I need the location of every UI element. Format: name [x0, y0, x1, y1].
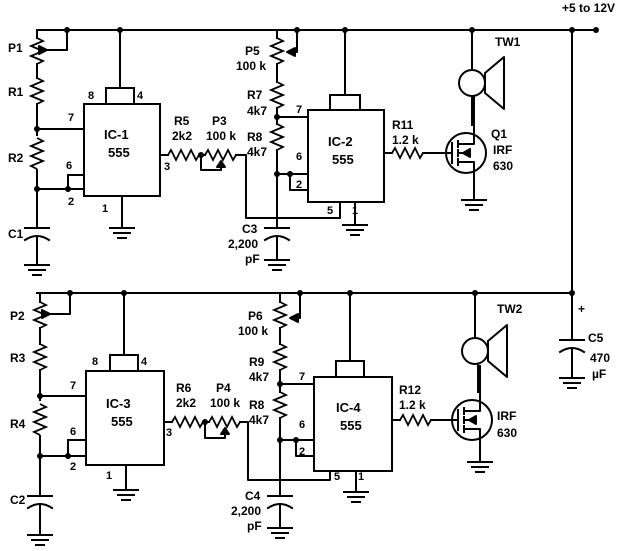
- ic1-pin8: 8: [88, 90, 94, 102]
- c5-value: 470: [590, 351, 610, 365]
- r12-label: R12: [399, 383, 421, 397]
- capacitor-c5: [558, 292, 586, 389]
- r9-value: 4k7: [249, 370, 269, 384]
- ic3-pin4: 4: [141, 356, 148, 368]
- ic1-pin3: 3: [164, 161, 170, 173]
- tw1-label: TW1: [495, 35, 521, 49]
- q1-type: IRF: [493, 143, 512, 157]
- c3-unit: pF: [245, 252, 260, 266]
- ic4-pin5: 5: [334, 471, 340, 483]
- r12-value: 1.2 k: [399, 398, 426, 412]
- c3-label: C3: [242, 222, 258, 236]
- q1-label: Q1: [491, 127, 507, 141]
- p3-value: 100 k: [206, 129, 236, 143]
- ic3-pin7: 7: [70, 380, 76, 392]
- ic1-pin7: 7: [68, 112, 74, 124]
- c1-label: C1: [8, 227, 24, 241]
- p5-label: P5: [245, 44, 260, 58]
- stage1-modulation-chain: [263, 29, 309, 271]
- c5-unit: µF: [592, 367, 606, 381]
- c2-label: C2: [10, 493, 26, 507]
- ic1-pin4: 4: [137, 90, 144, 102]
- ic4-pin6: 6: [299, 419, 305, 431]
- ic3-pin1: 1: [106, 470, 112, 482]
- ic4-chip: [313, 292, 393, 503]
- r9-label: R9: [249, 355, 265, 369]
- r7-value: 4k7: [247, 104, 267, 118]
- ic3-type: 555: [111, 414, 133, 429]
- r11-value: 1.2 k: [392, 133, 419, 147]
- c4-value: 2,200: [231, 504, 261, 518]
- q2-type: IRF: [497, 409, 516, 423]
- c5-label: C5: [588, 331, 604, 345]
- p6-label: P6: [248, 309, 263, 323]
- r6-value: 2k2: [176, 396, 196, 410]
- stage1-output: [383, 29, 505, 211]
- r1-label: R1: [8, 85, 24, 99]
- ic3-name: IC-3: [106, 396, 131, 411]
- ic3-pin6: 6: [70, 426, 76, 438]
- r2-label: R2: [8, 151, 24, 165]
- r3-label: R3: [10, 351, 26, 365]
- stage2-output: [391, 292, 508, 473]
- r8b-value: 4k7: [249, 413, 269, 427]
- r7-label: R7: [247, 88, 263, 102]
- r5-p3-chain: [159, 147, 301, 219]
- c5-polarity: +: [578, 302, 585, 316]
- stage1-timing-chain: [23, 29, 85, 276]
- r5-label: R5: [174, 114, 190, 128]
- r8-value: 4k7: [247, 145, 267, 159]
- ic1-pin1: 1: [102, 203, 108, 215]
- ic4-name: IC-4: [336, 400, 361, 415]
- c4-unit: pF: [247, 519, 262, 533]
- r4-label: R4: [10, 417, 26, 431]
- p2-label: P2: [10, 309, 25, 323]
- ic2-pin1: 1: [352, 205, 358, 217]
- supply-label: +5 to 12V: [562, 1, 615, 15]
- ic2-type: 555: [332, 152, 354, 167]
- ic4-type: 555: [340, 418, 362, 433]
- ic1-pin2: 2: [68, 196, 74, 208]
- ic2-name: IC-2: [328, 134, 353, 149]
- ic2-pin2: 2: [296, 179, 302, 191]
- ic1-name: IC-1: [104, 127, 129, 142]
- ic4-pin2: 2: [299, 446, 305, 458]
- c4-label: C4: [245, 489, 261, 503]
- ic3-pin2: 2: [70, 461, 76, 473]
- r8b-label: R8: [249, 398, 265, 412]
- ic3-pin3: 3: [166, 427, 172, 439]
- ic2-pin7: 7: [296, 104, 302, 116]
- stage2-timing-chain: [26, 292, 87, 546]
- p5-value: 100 k: [236, 59, 266, 73]
- q1-type2: 630: [493, 159, 513, 173]
- p4-value: 100 k: [210, 396, 240, 410]
- r6-p4-chain: [163, 414, 331, 481]
- ic2-chip: [299, 29, 385, 236]
- supply-rail: [36, 27, 599, 296]
- ic1-pin6: 6: [66, 160, 72, 172]
- r5-value: 2k2: [172, 129, 192, 143]
- p6-value: 100 k: [238, 324, 268, 338]
- q2-type2: 630: [497, 426, 517, 440]
- ic4-pin1: 1: [358, 471, 364, 483]
- ic4-pin7: 7: [299, 371, 305, 383]
- stage2-modulation-chain: [266, 292, 315, 539]
- c3-value: 2,200: [228, 237, 258, 251]
- r6-label: R6: [176, 381, 192, 395]
- ic1-chip: [83, 29, 161, 239]
- p3-label: P3: [212, 114, 227, 128]
- ic3-chip: [85, 292, 165, 501]
- p4-label: P4: [216, 381, 231, 395]
- ic2-pin5: 5: [327, 205, 333, 217]
- r8-label: R8: [247, 130, 263, 144]
- ic1-type: 555: [108, 145, 130, 160]
- ic2-pin6: 6: [296, 151, 302, 163]
- tw2-label: TW2: [497, 302, 523, 316]
- r11-label: R11: [392, 118, 414, 132]
- p1-label: P1: [8, 41, 23, 55]
- ic3-pin8: 8: [92, 356, 98, 368]
